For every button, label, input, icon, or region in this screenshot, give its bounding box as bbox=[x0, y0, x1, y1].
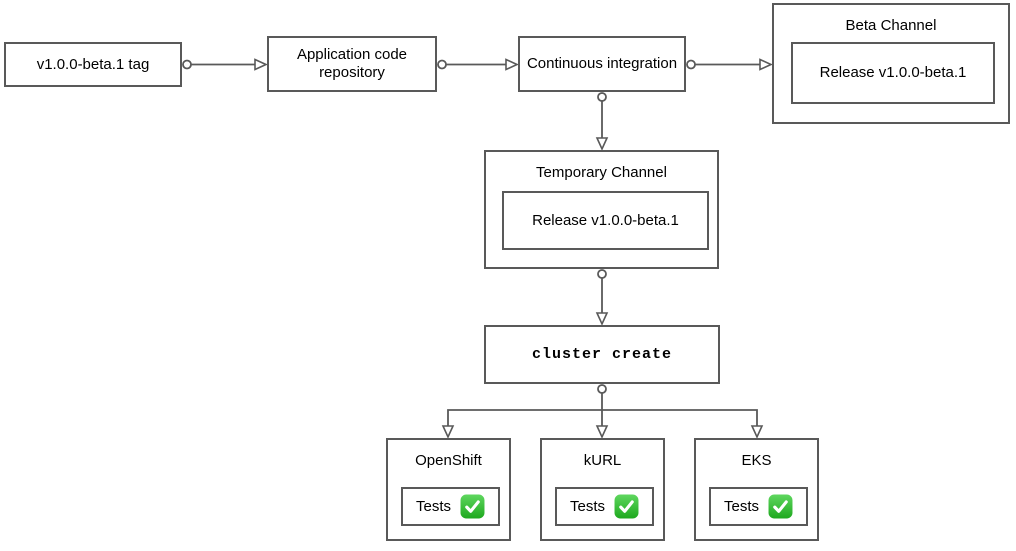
tests-label: Tests bbox=[723, 497, 759, 515]
node-kurl: kURL Tests bbox=[540, 438, 665, 541]
node-eks-tests: Tests bbox=[709, 487, 808, 526]
green-check-icon bbox=[768, 494, 793, 519]
node-cluster-create: cluster create bbox=[484, 325, 720, 384]
node-beta-release: Release v1.0.0-beta.1 bbox=[791, 42, 995, 104]
tests-label: Tests bbox=[415, 497, 451, 515]
node-application-code-repository-label: Application code repository bbox=[296, 46, 408, 81]
node-continuous-integration: Continuous integration bbox=[518, 36, 686, 92]
node-kurl-tests: Tests bbox=[555, 487, 654, 526]
connector-repo-to-ci bbox=[437, 58, 519, 71]
node-eks: EKS Tests bbox=[694, 438, 819, 541]
green-check-icon bbox=[460, 494, 485, 519]
node-kurl-title: kURL bbox=[583, 452, 622, 469]
connector-cluster-create-branch bbox=[441, 384, 764, 439]
connector-ci-to-beta-channel bbox=[686, 58, 773, 71]
tests-label: Tests bbox=[569, 497, 605, 515]
node-cluster-create-label: cluster create bbox=[531, 345, 673, 363]
connector-ci-to-temporary-channel bbox=[595, 92, 609, 151]
node-temporary-channel: Temporary Channel Release v1.0.0-beta.1 bbox=[484, 150, 719, 269]
node-eks-title: EKS bbox=[741, 452, 772, 469]
connector-tag-to-repo bbox=[182, 58, 268, 71]
green-check-icon bbox=[614, 494, 639, 519]
node-temporary-channel-title: Temporary Channel bbox=[536, 164, 667, 181]
node-openshift: OpenShift Tests bbox=[386, 438, 511, 541]
node-application-code-repository: Application code repository bbox=[267, 36, 437, 92]
connector-temporary-to-cluster-create bbox=[595, 269, 609, 326]
node-continuous-integration-label: Continuous integration bbox=[526, 55, 678, 72]
node-temporary-release: Release v1.0.0-beta.1 bbox=[502, 191, 709, 250]
node-openshift-title: OpenShift bbox=[415, 452, 482, 469]
node-beta-channel-title: Beta Channel bbox=[845, 17, 937, 34]
node-openshift-tests: Tests bbox=[401, 487, 500, 526]
node-beta-release-label: Release v1.0.0-beta.1 bbox=[819, 64, 967, 81]
node-beta-channel: Beta Channel Release v1.0.0-beta.1 bbox=[772, 3, 1010, 124]
node-version-tag-label: v1.0.0-beta.1 tag bbox=[36, 55, 150, 73]
node-version-tag: v1.0.0-beta.1 tag bbox=[4, 42, 182, 87]
node-temporary-release-label: Release v1.0.0-beta.1 bbox=[532, 211, 679, 229]
